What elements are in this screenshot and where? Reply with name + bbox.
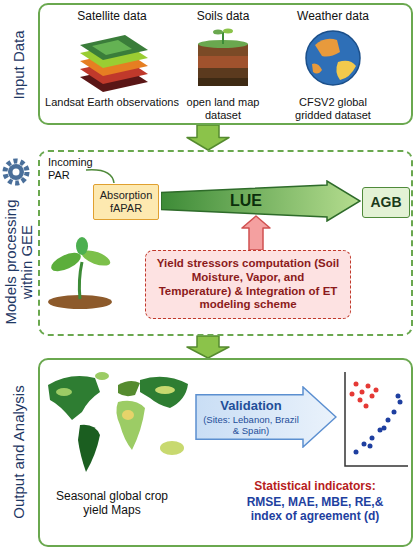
text-holder: Yield stressors computation (Soil Moistu… xyxy=(154,257,342,312)
panel-heading: Models processing within GEE xyxy=(3,190,35,335)
lue-arrow: LUE xyxy=(161,180,361,222)
block-arrow xyxy=(242,216,270,250)
gear-icon xyxy=(5,161,27,183)
text-holder: Validation(Sites: Lebanon, Brazil & Spai… xyxy=(201,398,301,436)
block-arrow xyxy=(187,336,229,358)
text-holder: Absorption fAPAR xyxy=(97,189,155,215)
arrow-body xyxy=(196,387,336,447)
caption-label: Landsat Earth observations xyxy=(37,96,187,109)
plant xyxy=(48,237,112,309)
globe xyxy=(306,31,360,85)
text-holder: AGB xyxy=(365,194,407,211)
caption-label: Soils data xyxy=(178,10,268,24)
satellite-stack xyxy=(80,35,148,92)
caption-label: Satellite data xyxy=(57,10,167,24)
caption-label: Statistical indicators: xyxy=(220,480,410,494)
caption-label: RMSE, MAE, MBE, RE,& index of agreement … xyxy=(230,496,400,524)
panel-heading: Output and Analysis xyxy=(11,367,27,537)
node-label: LUE xyxy=(167,191,325,210)
process-box: Absorption fAPAR xyxy=(93,184,159,220)
arrow-body xyxy=(161,181,360,221)
caption-label: Seasonal global crop yield Maps xyxy=(52,490,172,518)
node-label: Validation xyxy=(201,398,301,414)
text-holder: LUE xyxy=(167,191,325,210)
output-box: AGB xyxy=(362,187,410,218)
caption-label: Incoming PAR xyxy=(48,156,98,181)
node-label: AGB xyxy=(365,194,407,211)
caption-label: Weather data xyxy=(283,10,383,24)
caption-label: open land map dataset xyxy=(178,96,268,121)
node-sublabel: (Sites: Lebanon, Brazil & Spain) xyxy=(201,413,301,436)
par-line xyxy=(86,170,114,183)
caption-label: CFSV2 global gridded dataset xyxy=(283,96,383,121)
validation-arrow: Validation(Sites: Lebanon, Brazil & Spai… xyxy=(195,386,337,448)
world-map xyxy=(48,372,188,472)
panel-heading: Input Data xyxy=(11,10,27,120)
scatter-chart xyxy=(345,372,408,466)
block-arrow xyxy=(187,125,229,150)
node-label: Absorption fAPAR xyxy=(97,189,155,215)
stressor-box: Yield stressors computation (Soil Moistu… xyxy=(145,250,351,319)
node-label: Yield stressors computation (Soil Moistu… xyxy=(154,257,342,312)
soil-profile xyxy=(198,29,248,87)
